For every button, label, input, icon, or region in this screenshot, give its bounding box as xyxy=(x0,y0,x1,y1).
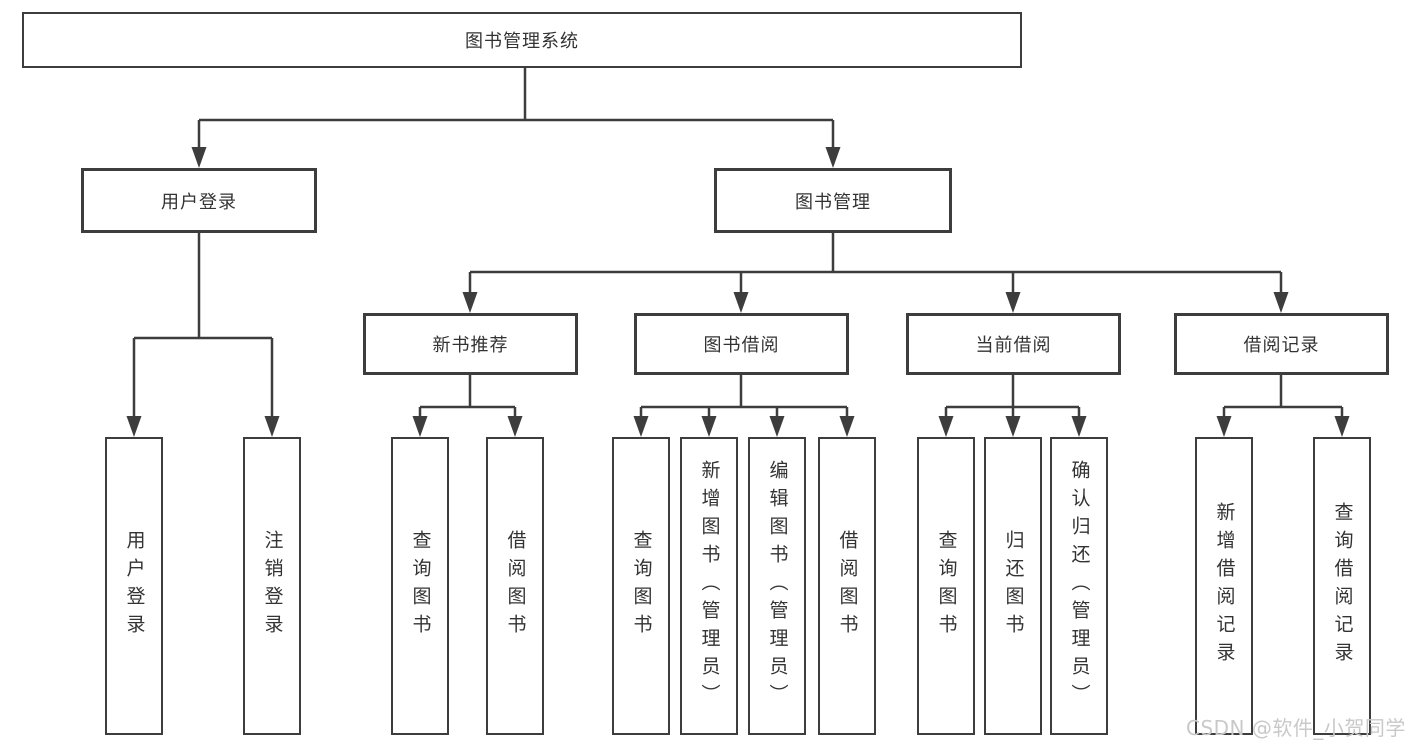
leaf-bb-edit-books-admin: 编辑图书（管理员） xyxy=(748,437,806,735)
node-root: 图书管理系统 xyxy=(22,12,1022,68)
leaf-cb-confirm-return-admin: 确认归还（管理员） xyxy=(1050,437,1108,735)
leaf-cb-query-books-label: 查询图书 xyxy=(935,530,958,642)
leaf-bb-query-books-label: 查询图书 xyxy=(630,530,653,642)
node-book-borrow-label: 图书借阅 xyxy=(703,335,780,356)
leaf-br-query-record-label: 查询借阅记录 xyxy=(1331,502,1354,670)
node-new-book-recommend-label: 新书推荐 xyxy=(432,335,509,356)
leaf-br-query-record: 查询借阅记录 xyxy=(1313,437,1371,735)
leaf-logout-label: 注销登录 xyxy=(261,530,284,642)
node-user-login: 用户登录 xyxy=(81,168,317,233)
node-root-label: 图书管理系统 xyxy=(465,31,579,52)
leaf-cb-query-books: 查询图书 xyxy=(917,437,975,735)
leaf-user-login: 用户登录 xyxy=(105,437,163,735)
node-current-borrow: 当前借阅 xyxy=(906,313,1121,375)
leaf-nb-borrow-books: 借阅图书 xyxy=(486,437,544,735)
leaf-bb-borrow-books-label: 借阅图书 xyxy=(836,530,859,642)
leaf-cb-return-books: 归还图书 xyxy=(984,437,1042,735)
leaf-bb-add-books-admin-label: 新增图书（管理员） xyxy=(698,460,721,712)
node-book-management: 图书管理 xyxy=(714,168,952,233)
leaf-logout: 注销登录 xyxy=(243,437,301,735)
node-borrow-record: 借阅记录 xyxy=(1174,313,1389,375)
leaf-nb-borrow-books-label: 借阅图书 xyxy=(504,530,527,642)
leaf-nb-query-books-label: 查询图书 xyxy=(409,530,432,642)
leaf-bb-borrow-books: 借阅图书 xyxy=(818,437,876,735)
node-book-management-label: 图书管理 xyxy=(795,191,871,213)
leaf-bb-add-books-admin: 新增图书（管理员） xyxy=(680,437,738,735)
node-borrow-record-label: 借阅记录 xyxy=(1243,335,1320,356)
leaf-bb-edit-books-admin-label: 编辑图书（管理员） xyxy=(766,460,789,712)
node-user-login-label: 用户登录 xyxy=(161,191,237,213)
node-current-borrow-label: 当前借阅 xyxy=(975,335,1052,356)
node-new-book-recommend: 新书推荐 xyxy=(363,313,578,375)
node-book-borrow: 图书借阅 xyxy=(634,313,849,375)
csdn-watermark: CSDN @软件_小贺同学 xyxy=(1186,716,1405,740)
leaf-bb-query-books: 查询图书 xyxy=(612,437,670,735)
leaf-cb-return-books-label: 归还图书 xyxy=(1002,530,1025,642)
leaf-br-add-record: 新增借阅记录 xyxy=(1195,437,1253,735)
leaf-nb-query-books: 查询图书 xyxy=(391,437,449,735)
leaf-br-add-record-label: 新增借阅记录 xyxy=(1213,502,1236,670)
leaf-cb-confirm-return-admin-label: 确认归还（管理员） xyxy=(1068,460,1091,712)
leaf-user-login-label: 用户登录 xyxy=(123,530,146,642)
